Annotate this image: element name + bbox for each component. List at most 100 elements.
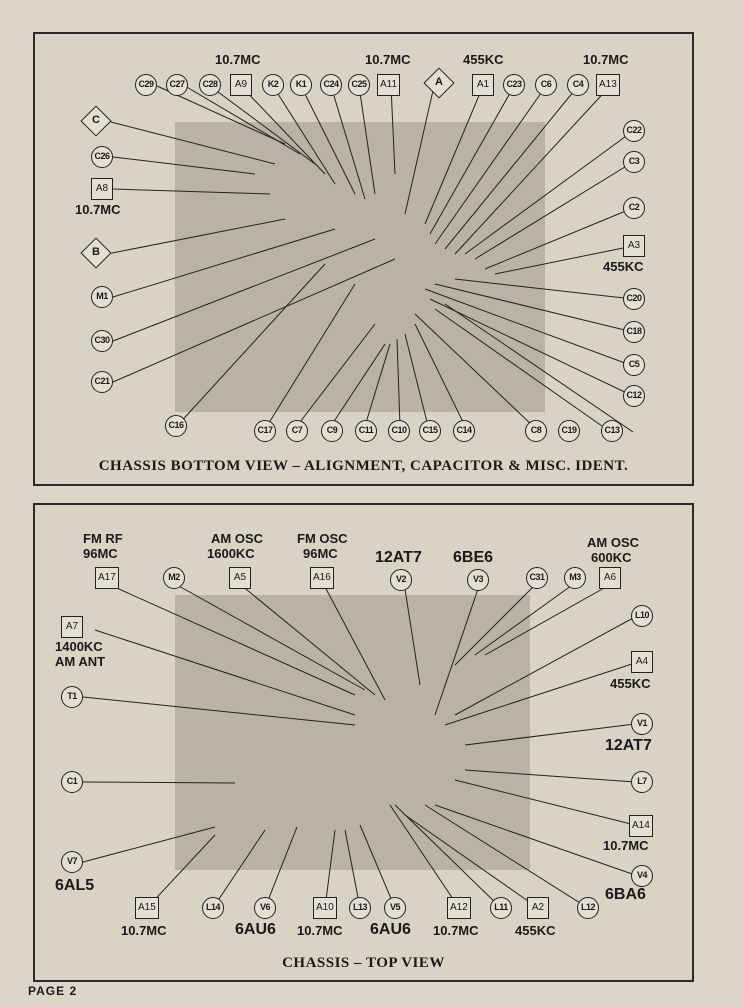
callout-a12: A12: [447, 897, 471, 919]
callout-t1: T1: [61, 686, 83, 708]
callout-a5: A5: [229, 567, 251, 589]
callout-k2: K2: [262, 74, 284, 96]
callout-c29: C29: [135, 74, 157, 96]
callout-l11: L11: [490, 897, 512, 919]
callout-a11: A11: [377, 74, 401, 96]
callout-a9: A9: [230, 74, 252, 96]
label-6au6-a: 6AU6: [235, 921, 276, 938]
label-fm-rf: FM RF: [83, 531, 123, 546]
callout-c4: C4: [567, 74, 589, 96]
callout-c15: C15: [419, 420, 441, 442]
label-10-7mc-a: 10.7MC: [215, 52, 261, 67]
callout-l14: L14: [202, 897, 224, 919]
label-10-7mc-e: 10.7MC: [603, 838, 649, 853]
callout-a13: A13: [596, 74, 620, 96]
callout-c16: C16: [165, 415, 187, 437]
label-6au6-b: 6AU6: [370, 921, 411, 938]
label-96mc-b: 96MC: [303, 546, 338, 561]
callout-a16: A16: [310, 567, 334, 589]
callout-v3: V3: [467, 569, 489, 591]
label-12at7-a: 12AT7: [375, 549, 422, 566]
callout-v6: V6: [254, 897, 276, 919]
callout-a3: A3: [623, 235, 645, 257]
label-10-7mc-b: 10.7MC: [365, 52, 411, 67]
label-10-7mc-c: 10.7MC: [583, 52, 629, 67]
callout-a8: A8: [91, 178, 113, 200]
callout-c23: C23: [503, 74, 525, 96]
callout-c7: C7: [286, 420, 308, 442]
callout-c9: C9: [321, 420, 343, 442]
callout-l10: L10: [631, 605, 653, 627]
callout-v1: V1: [631, 713, 653, 735]
callout-c24: C24: [320, 74, 342, 96]
callout-c3: C3: [623, 151, 645, 173]
top-view-caption: CHASSIS – TOP VIEW: [282, 955, 445, 971]
callout-c12: C12: [623, 385, 645, 407]
callout-c30: C30: [91, 330, 113, 352]
callout-c17: C17: [254, 420, 276, 442]
bottom-view-caption: CHASSIS BOTTOM VIEW – ALIGNMENT, CAPACIT…: [98, 458, 629, 474]
label-1600kc: 1600KC: [207, 546, 255, 561]
callout-a15: A15: [135, 897, 159, 919]
callout-m3: M3: [564, 567, 586, 589]
label-10-7mc-h: 10.7MC: [433, 923, 479, 938]
callout-l7: L7: [631, 771, 653, 793]
label-am-osc-a: AM OSC: [211, 531, 263, 546]
callout-v5: V5: [384, 897, 406, 919]
callout-a2: A2: [527, 897, 549, 919]
callout-c20: C20: [623, 288, 645, 310]
callout-c5: C5: [623, 354, 645, 376]
callout-a6: A6: [599, 567, 621, 589]
callout-c2: C2: [623, 197, 645, 219]
callout-c21: C21: [91, 371, 113, 393]
callout-v2: V2: [390, 569, 412, 591]
callout-v7: V7: [61, 851, 83, 873]
callout-m1: M1: [91, 286, 113, 308]
label-1400kc: 1400KC: [55, 639, 103, 654]
callout-c11: C11: [355, 420, 377, 442]
label-10-7mc-f: 10.7MC: [121, 923, 167, 938]
callout-c18: C18: [623, 321, 645, 343]
callout-a17: A17: [95, 567, 119, 589]
callout-c27: C27: [166, 74, 188, 96]
label-am-osc-b: AM OSC: [587, 535, 639, 550]
chassis-top-view-panel: FM RF 96MC AM OSC 1600KC FM OSC 96MC 12A…: [33, 503, 694, 982]
callout-c1: C1: [61, 771, 83, 793]
label-10-7mc-g: 10.7MC: [297, 923, 343, 938]
callout-m2: M2: [163, 567, 185, 589]
chassis-bottom-view-panel: 10.7MC 10.7MC 455KC 10.7MC 10.7MC 455KC …: [33, 32, 694, 486]
callout-k1: K1: [290, 74, 312, 96]
callout-v4: V4: [631, 865, 653, 887]
label-am-ant: AM ANT: [55, 654, 106, 669]
callout-c22: C22: [623, 120, 645, 142]
callout-a7: A7: [61, 616, 83, 638]
callout-c26: C26: [91, 146, 113, 168]
callout-c10: C10: [388, 420, 410, 442]
leader-lines-bottom: [106, 85, 634, 433]
leader-lines-top: [82, 582, 636, 909]
callout-c8: C8: [525, 420, 547, 442]
label-fm-osc: FM OSC: [297, 531, 348, 546]
chassis-bottom-photo: [175, 122, 545, 412]
callout-c28: C28: [199, 74, 221, 96]
callout-c6: C6: [535, 74, 557, 96]
callout-c19: C19: [558, 420, 580, 442]
label-12at7-b: 12AT7: [605, 737, 652, 754]
label-96mc-a: 96MC: [83, 546, 118, 561]
label-6al5: 6AL5: [55, 877, 95, 894]
label-455kc-b: 455KC: [603, 259, 644, 274]
label-455kc-d: 455KC: [515, 923, 556, 938]
label-455kc-a: 455KC: [463, 52, 504, 67]
label-10-7mc-d: 10.7MC: [75, 202, 121, 217]
callout-c13: C13: [601, 420, 623, 442]
callout-l13: L13: [349, 897, 371, 919]
page-number: PAGE 2: [28, 984, 78, 998]
callout-l12: L12: [577, 897, 599, 919]
callout-a10: A10: [313, 897, 337, 919]
callout-c14: C14: [453, 420, 475, 442]
label-455kc-c: 455KC: [610, 676, 651, 691]
callout-a1: A1: [472, 74, 494, 96]
label-600kc: 600KC: [591, 550, 632, 565]
callout-a4: A4: [631, 651, 653, 673]
label-6ba6: 6BA6: [605, 886, 646, 903]
